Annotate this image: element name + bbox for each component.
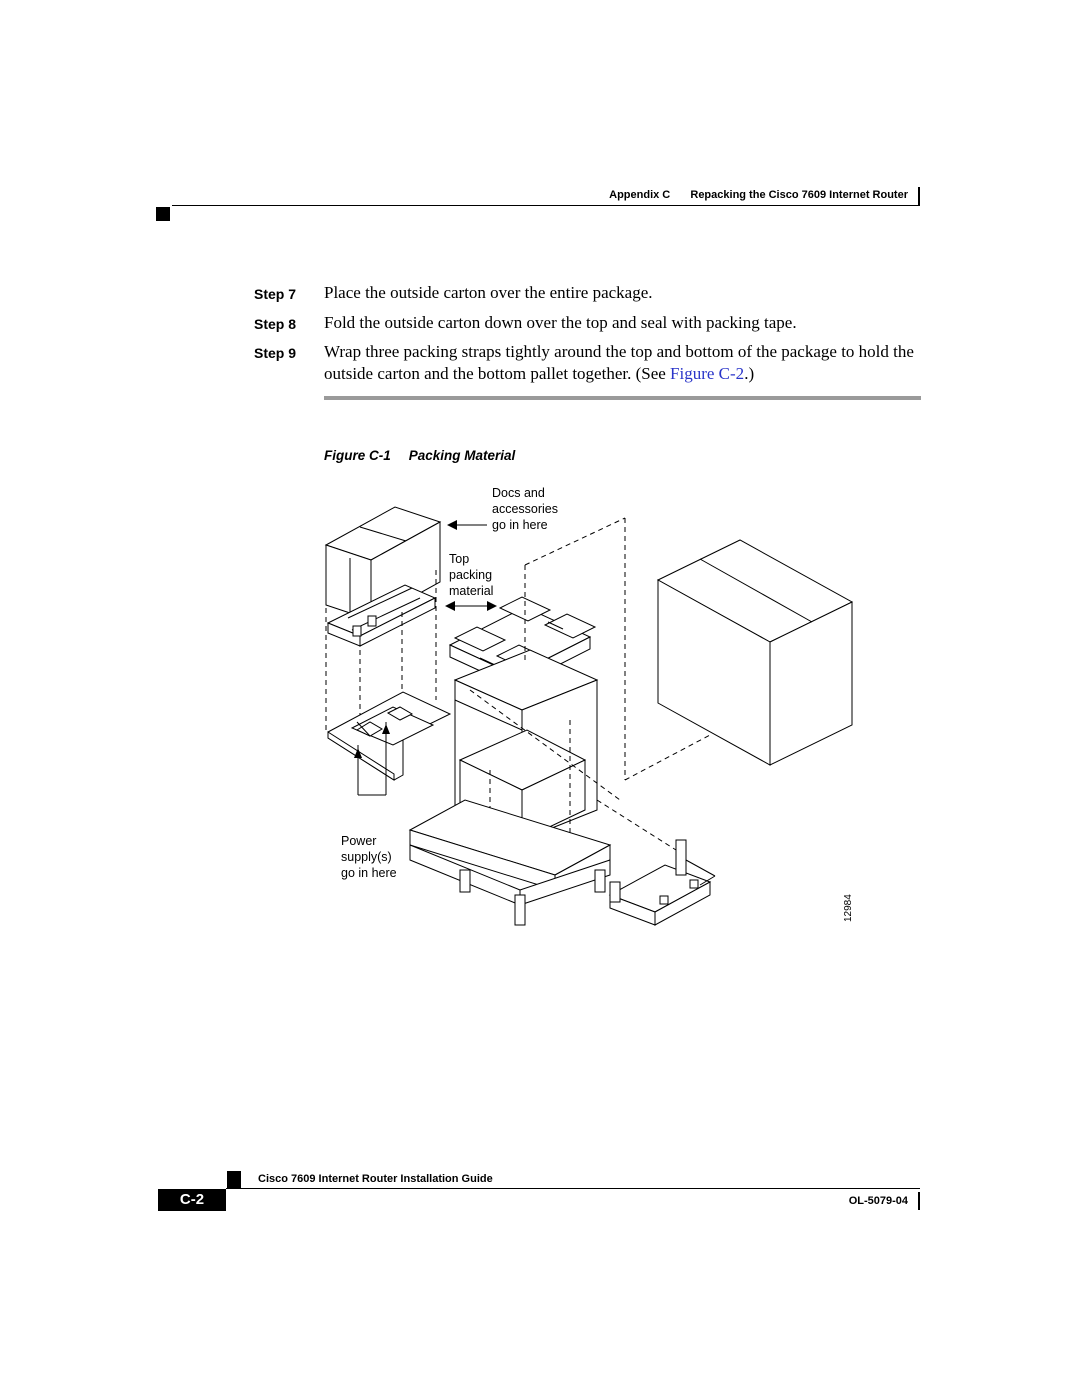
top-left-foam-frame [326,584,437,647]
bottom-pallet [408,799,612,926]
callout-top-packing-line: packing [449,568,493,582]
outside-carton-drawing [656,539,854,766]
figure-number: Figure C-1 [324,448,391,463]
callout-docs-line: Docs and [492,486,545,500]
figure-caption: Packing Material [408,448,516,463]
docs-arrow [447,520,487,530]
header-square-marker [156,207,170,221]
running-header: Appendix C Repacking the Cisco 7609 Inte… [560,189,908,201]
header-appendix: Appendix C [609,189,671,201]
step-9-text-end: .) [744,364,755,383]
callout-power-supply: Power supply(s) go in here [341,833,397,881]
figure-id: 12984 [843,894,854,922]
step-9-text-main: Wrap three packing straps tightly around… [324,342,914,383]
callout-power-line: go in here [341,866,397,880]
footer-guide-title: Cisco 7609 Internet Router Installation … [258,1173,493,1185]
figure-c2-link[interactable]: Figure C-2 [670,364,745,383]
power-supply-foam [327,691,452,796]
step-9-label: Step 9 [254,345,297,361]
callout-power-line: supply(s) [341,850,392,864]
top-packing-arrow [445,601,497,611]
procedure-end-rule [324,396,921,400]
header-rule [172,205,920,206]
footer-square-marker [227,1171,241,1188]
figure-title: Figure C-1 Packing Material [324,448,515,463]
step-8-text: Fold the outside carton down over the to… [324,313,797,332]
step-9-text: Wrap three packing straps tightly around… [324,341,914,385]
callout-top-packing-line: material [449,584,494,598]
step-7-text: Place the outside carton over the entire… [324,283,653,302]
header-section-title: Repacking the Cisco 7609 Internet Router [690,189,908,201]
callout-docs-line: go in here [492,518,548,532]
header-bar [918,187,920,205]
callout-top-packing-line: Top [449,552,470,566]
bottom-right-foam [608,839,716,926]
page-number: C-2 [158,1189,226,1211]
step-8-label: Step 8 [254,316,297,332]
callout-power-line: Power [341,834,377,848]
callout-docs-accessories: Docs and accessories go in here [492,485,558,533]
callout-top-packing: Top packing material [449,551,493,599]
footer-rule [226,1188,920,1189]
footer-doc-number: OL-5079-04 [848,1195,908,1207]
step-7-label: Step 7 [254,286,297,302]
footer-bar [918,1192,920,1210]
packing-material-illustration [324,506,854,926]
callout-docs-line: accessories [492,502,558,516]
